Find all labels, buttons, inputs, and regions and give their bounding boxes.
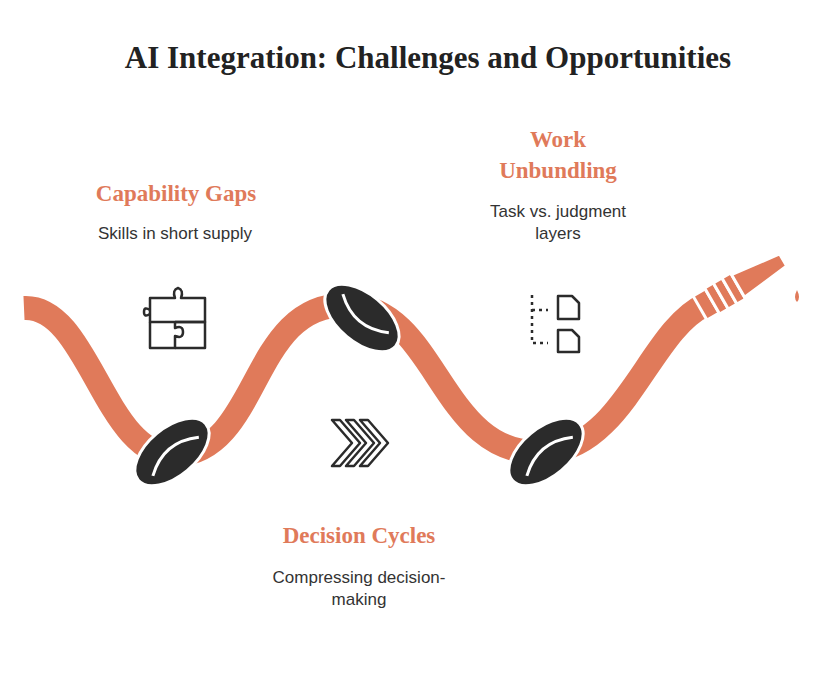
fast-forward-icon xyxy=(332,420,388,466)
item-description: Task vs. judgment layers xyxy=(476,201,641,245)
puzzle-icon xyxy=(144,288,205,348)
item-description: Skills in short supply xyxy=(55,223,295,245)
item-heading: Decision Cycles xyxy=(239,520,479,551)
item-description: Compressing decision-making xyxy=(257,567,462,611)
hose-knot xyxy=(123,405,221,498)
water-drop xyxy=(795,290,799,302)
diagram-title: AI Integration: Challenges and Opportuni… xyxy=(48,40,808,76)
item-heading: Work Unbundling xyxy=(483,124,633,186)
hose-nozzle xyxy=(693,247,791,321)
hose-knot xyxy=(313,271,411,364)
documents-icon xyxy=(532,295,579,352)
hose-knot xyxy=(497,405,595,498)
item-heading: Capability Gaps xyxy=(56,178,296,209)
